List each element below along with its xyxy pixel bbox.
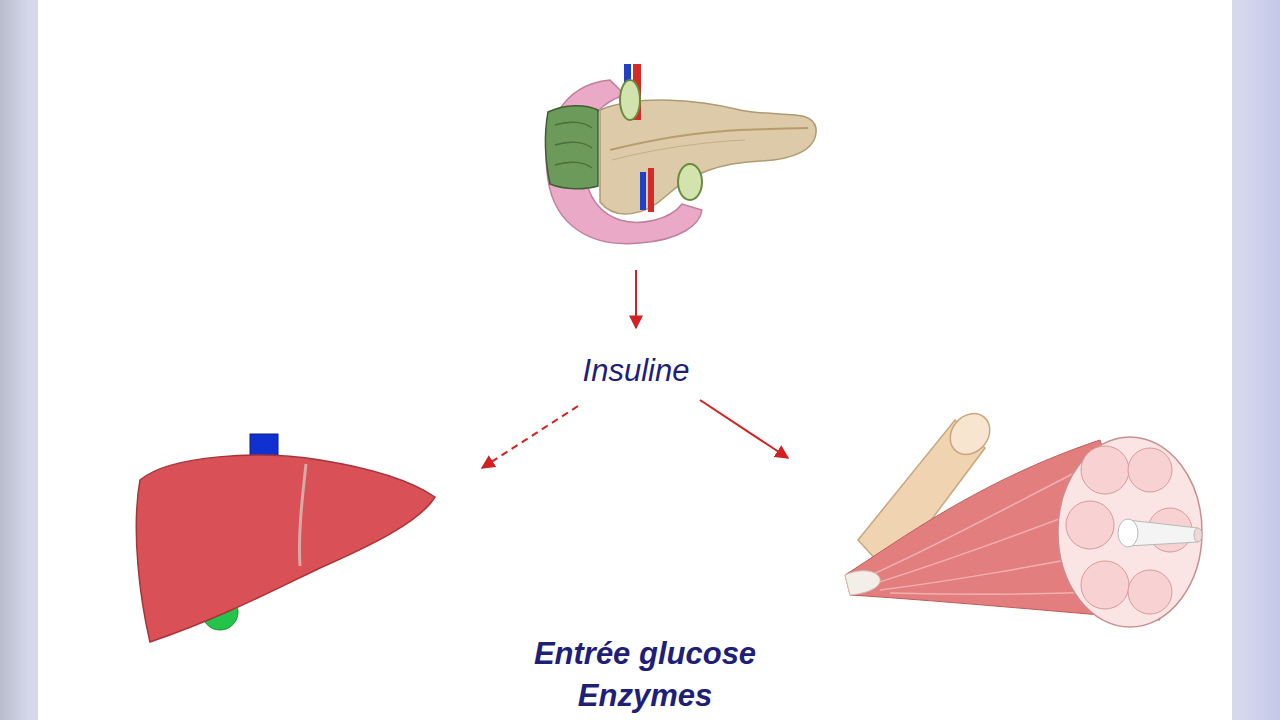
muscle-illustration bbox=[1081, 446, 1129, 494]
pancreas-illustration bbox=[546, 64, 817, 244]
muscle-illustration bbox=[1066, 501, 1114, 549]
muscle-illustration bbox=[845, 406, 1202, 627]
muscle-illustration bbox=[1128, 448, 1172, 492]
pancreas-illustration bbox=[678, 164, 702, 200]
muscle-illustration bbox=[845, 440, 1160, 620]
arrows bbox=[482, 270, 788, 468]
pancreas-illustration bbox=[640, 172, 646, 210]
muscle-illustration bbox=[1118, 519, 1138, 547]
effect-label: Entrée glucose bbox=[534, 636, 756, 672]
pancreas-illustration bbox=[555, 122, 592, 168]
pancreas-illustration bbox=[546, 106, 598, 189]
muscle-illustration bbox=[1194, 528, 1202, 542]
liver-illustration bbox=[299, 464, 306, 566]
effect-label: Enzymes bbox=[578, 678, 712, 714]
pancreas-illustration bbox=[612, 140, 745, 160]
hormone-label: Insuline bbox=[583, 353, 690, 389]
muscle-illustration bbox=[1058, 437, 1202, 627]
muscle-illustration bbox=[1128, 570, 1172, 614]
pancreas-illustration bbox=[610, 128, 808, 150]
pancreas-illustration bbox=[620, 80, 640, 120]
pancreas-illustration bbox=[648, 168, 654, 212]
muscle-illustration bbox=[1081, 561, 1129, 609]
muscle-illustration bbox=[845, 571, 880, 595]
liver-illustration bbox=[136, 455, 435, 642]
panel bbox=[38, 0, 1232, 720]
arrow bbox=[700, 400, 788, 458]
arrow bbox=[635, 270, 637, 328]
muscle-illustration bbox=[942, 406, 998, 463]
liver-illustration bbox=[136, 434, 435, 642]
dashed-arrow bbox=[482, 406, 578, 468]
